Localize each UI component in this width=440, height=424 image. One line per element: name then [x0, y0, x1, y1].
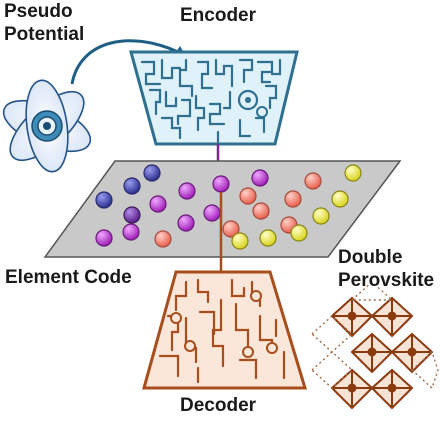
pseudo-label-line2: Potential	[4, 24, 85, 45]
double-perovskite-label: Double Perovskite	[338, 246, 434, 292]
pseudo-label-line1: Pseudo	[4, 1, 73, 22]
double-perovskite-structure	[310, 281, 439, 410]
double-label-line1: Double	[338, 247, 403, 268]
decoder-block	[142, 270, 308, 390]
pseudo-potential-icon	[2, 79, 92, 173]
encoder-label: Encoder	[180, 5, 257, 26]
element-code-label: Element Code	[5, 267, 132, 288]
element-atoms	[95, 164, 362, 250]
decoder-label: Decoder	[180, 395, 257, 416]
pseudo-potential-label: Pseudo Potential	[4, 0, 84, 46]
encoder-block	[129, 50, 299, 146]
double-label-line2: Perovskite	[338, 270, 435, 291]
